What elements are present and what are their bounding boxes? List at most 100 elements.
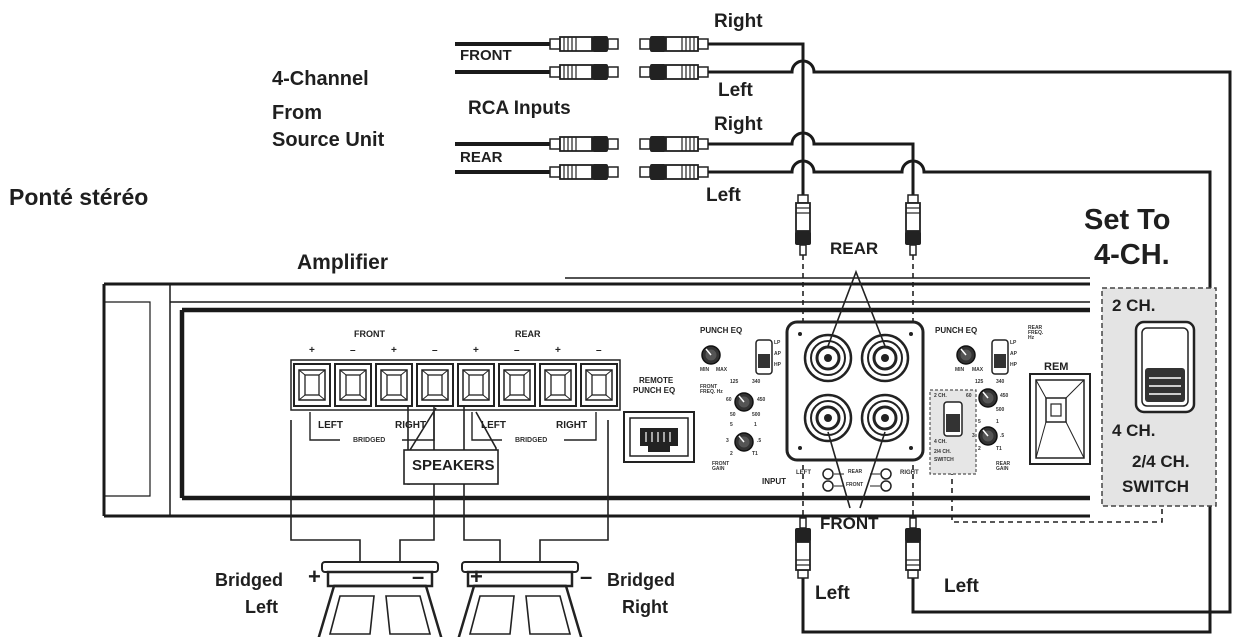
front-freq-label: FRONT FREQ. Hz (700, 384, 723, 395)
input-right-label: RIGHT (900, 470, 919, 476)
speaker-right-plus: + (470, 564, 483, 589)
speaker-left-plus: + (308, 564, 321, 589)
rem-terminal (1029, 373, 1091, 465)
rear-gain-tick-1: 5 (978, 419, 981, 425)
rear-freq-tick-4: 450 (1000, 393, 1009, 399)
switch-4ch-label: 4 CH. (1112, 421, 1156, 440)
rca-plug-front-right-input (904, 517, 922, 579)
rca-plug-front-left-source (549, 63, 619, 81)
rear-filter-lp: LP (1010, 340, 1017, 346)
terminal-polarity-3: + (391, 345, 397, 356)
front-freq-tick-3: 60 (726, 397, 732, 403)
rear-left-label: Left (706, 185, 741, 206)
rear-inputs-callout: REAR (830, 239, 879, 258)
terminal-polarity-7: + (555, 345, 561, 356)
set-to-label-line2: 4-CH. (1094, 239, 1170, 271)
speaker-left-label-line1: Bridged (215, 570, 284, 590)
input-left-label: LEFT (796, 470, 811, 476)
rear-freq-tick-2: 340 (996, 379, 1005, 385)
rear-gain-label: REAR GAIN (996, 461, 1011, 472)
front-left-label: Left (718, 80, 753, 101)
rem-label: REM (1044, 361, 1069, 373)
rca-plug-rear-left-source (549, 163, 619, 181)
rca-plug-rear-right-amp (639, 135, 709, 153)
front-gain-label: FRONT GAIN (712, 461, 730, 472)
switch-2ch-label: 2 CH. (1112, 296, 1156, 315)
speaker-left-minus: – (412, 564, 425, 589)
front-min-label: MIN (700, 367, 710, 373)
front-filter-hp: HP (774, 362, 781, 368)
terminal-front-label: FRONT (354, 329, 385, 339)
input-jack-panel (785, 320, 925, 492)
terminal-polarity-2: – (350, 345, 356, 356)
speakers-callout-box (403, 449, 499, 485)
terminal-polarity-6: – (514, 345, 520, 356)
front-punch-eq-label: PUNCH EQ (700, 326, 743, 335)
remote-label-line2: PUNCH EQ (633, 386, 676, 395)
rear-min-label: MIN (955, 367, 965, 373)
rear-punch-eq-label: PUNCH EQ (935, 326, 978, 335)
front-gain-tick-3: 3 (726, 438, 729, 444)
terminal-polarity-5: + (473, 345, 479, 356)
front-bridged-label: BRIDGED (351, 437, 388, 444)
rear-right-terminal-label: RIGHT (556, 420, 588, 431)
switch-enlarged-panel (1101, 287, 1217, 507)
input-rear-label: REAR (848, 469, 863, 475)
rear-freq-tick-5: 500 (996, 407, 1005, 413)
front-left-terminal-label: LEFT (318, 420, 343, 431)
page-title: Ponté stéréo (9, 184, 149, 210)
front-gain-tick-6: T1 (752, 451, 758, 457)
bottom-left-label-2: Left (944, 576, 979, 597)
terminal-polarity-1: + (309, 345, 315, 356)
set-to-label-line1: Set To (1084, 204, 1171, 236)
source-rca-cables (455, 42, 550, 174)
rear-filter-ap: AP (1010, 351, 1017, 357)
speakers-callout: SPEAKERS (412, 457, 495, 474)
front-filter-ap: AP (774, 351, 781, 357)
rca-plug-rear-right-source (549, 135, 619, 153)
front-right-label: Right (714, 11, 763, 32)
rear-freq-tick-1: 125 (975, 379, 984, 385)
front-right-terminal-label: RIGHT (395, 420, 427, 431)
rear-controls (929, 339, 1009, 475)
rca-inputs-label: RCA Inputs (468, 98, 571, 119)
rear-left-terminal-label: LEFT (481, 420, 506, 431)
switch-caption-line2: SWITCH (1122, 477, 1190, 496)
terminal-brackets (309, 412, 597, 441)
front-freq-tick-2: 340 (752, 379, 761, 385)
front-gain-tick-2: 1 (754, 422, 757, 428)
front-gain-tick-4: .5 (757, 438, 762, 444)
rca-plug-rear-left-input (794, 194, 812, 256)
routing-cables (708, 42, 1232, 634)
rear-max-label: MAX (972, 367, 984, 373)
rear-gain-tick-5: 2 (978, 446, 981, 452)
rear-gain-tick-3: 3 (972, 433, 975, 439)
remote-label-line1: REMOTE (639, 376, 674, 385)
speaker-right-label-line1: Bridged (607, 570, 676, 590)
rca-plug-rear-right-input (904, 194, 922, 256)
terminal-polarity-4: – (432, 345, 438, 356)
rear-freq-label: REAR FREQ. Hz (1028, 325, 1044, 341)
source-title-line2: From (272, 102, 322, 124)
front-inputs-callout: FRONT (820, 514, 879, 533)
front-freq-tick-6: 500 (752, 412, 761, 418)
small-switch-caption-1: 2/4 CH. (934, 449, 951, 455)
speaker-right-minus: – (580, 564, 593, 589)
bottom-left-label-1: Left (815, 583, 850, 604)
amplifier-chassis (102, 277, 1090, 518)
speaker-terminal-block (290, 359, 621, 411)
terminal-rear-label: REAR (515, 329, 541, 339)
front-gain-tick-5: 2 (730, 451, 733, 457)
small-switch-2ch: 2 CH. (934, 393, 947, 399)
remote-punch-eq-jack (623, 411, 695, 463)
rear-gain-tick-2: 1 (996, 419, 999, 425)
rear-right-label: Right (714, 114, 763, 135)
front-gain-tick-1: 5 (730, 422, 733, 428)
rear-freq-tick-3: 60 (966, 393, 972, 399)
front-max-label: MAX (716, 367, 728, 373)
front-filter-lp: LP (774, 340, 781, 346)
source-title-line3: Source Unit (272, 129, 385, 151)
terminal-polarity-8: – (596, 345, 602, 356)
front-controls (701, 339, 773, 452)
